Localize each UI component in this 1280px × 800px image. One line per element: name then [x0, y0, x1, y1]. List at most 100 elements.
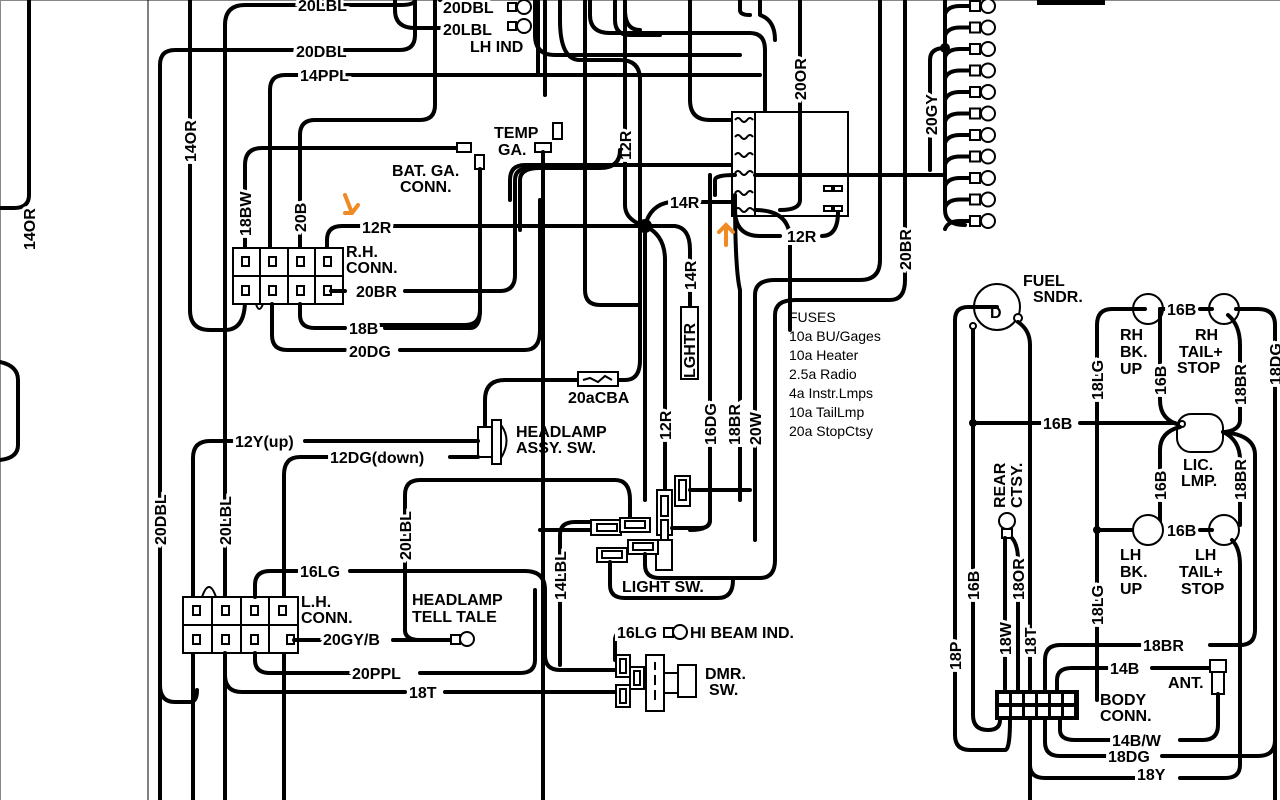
wire-label: 18T	[1023, 627, 1040, 655]
lh-tail-label: TAIL+	[1179, 564, 1223, 581]
lamp-socket-icon	[980, 191, 996, 208]
wire	[753, 208, 792, 332]
wire	[1178, 538, 1242, 780]
lamp-socket-icon	[980, 84, 996, 100]
wire-label: 20DBL	[443, 0, 494, 17]
fuel-sender-label: SNDR.	[1033, 289, 1083, 306]
wire	[733, 193, 742, 502]
wire	[398, 198, 542, 352]
wire-label: 16B	[1153, 471, 1170, 500]
wire-18bw	[243, 146, 467, 252]
wire-label: 18BR	[1233, 364, 1250, 405]
wire-label: 12R	[362, 220, 392, 237]
fuse-block	[731, 111, 849, 217]
bat-ga-terminal-icon	[474, 154, 485, 170]
fuel-sender-symbol: D	[990, 305, 1002, 322]
harness-branch-wire	[943, 176, 972, 188]
antenna-terminal-icon	[1211, 671, 1225, 695]
wire-20dg	[270, 302, 347, 352]
wire-14lbl	[558, 520, 632, 667]
bat-ga-conn-label: BAT. GA.	[392, 163, 459, 180]
terminal	[507, 2, 517, 12]
annotation-arrow-up-icon	[717, 222, 735, 247]
wire	[1178, 692, 1220, 742]
connector-pin	[1025, 694, 1035, 703]
lh-backup-label: UP	[1120, 581, 1143, 598]
wire-partial	[0, 360, 20, 462]
wire-20ppl	[253, 651, 352, 675]
wire-label: 18BR	[1143, 638, 1184, 655]
lh-tail-label: STOP	[1181, 581, 1225, 598]
wire-label: 16B	[1153, 366, 1170, 395]
wire-label: 20LBL	[398, 511, 415, 560]
jumper	[255, 303, 264, 310]
wire-label: 20DG	[349, 344, 391, 361]
wire-label: 14B	[1110, 661, 1139, 678]
wire-label: 18LG	[1090, 360, 1107, 400]
wire-20w	[753, 0, 882, 542]
wire-label: 18Y	[1137, 767, 1166, 784]
harness-branch-wire	[943, 90, 972, 102]
body-conn-label: CONN.	[1100, 708, 1152, 725]
rh-tail-label: RH	[1195, 327, 1218, 344]
wire-18br-top	[1223, 313, 1242, 434]
terminal	[969, 193, 981, 206]
wire-label: 16LG	[617, 625, 657, 642]
wire-label: 20BR	[898, 229, 915, 270]
connector-pin	[1038, 707, 1048, 716]
wire-12r	[325, 224, 647, 252]
wire-label: 20LBL	[218, 496, 235, 545]
wire-14b	[1055, 666, 1110, 692]
fuse-item: 10a Heater	[789, 347, 859, 363]
wire	[483, 228, 642, 430]
wire-12r-lower	[643, 224, 667, 502]
wire	[418, 588, 537, 675]
wire-label: 14OR	[183, 120, 200, 162]
wire	[688, 0, 742, 122]
hi-beam-label: HI BEAM IND.	[690, 625, 794, 642]
connector-pin	[1025, 707, 1035, 716]
fuse-item: 2.5a Radio	[789, 366, 857, 382]
harness-terminals	[943, 0, 996, 231]
terminal	[969, 322, 977, 330]
wire-20or	[778, 0, 802, 212]
wire-label: 20GY	[924, 94, 941, 135]
harness-branch-wire	[943, 25, 972, 38]
fuse-item: 20a StopCtsy	[789, 423, 873, 439]
wire-16b-vert-top	[1158, 307, 1182, 427]
body-conn-label: BODY	[1100, 692, 1147, 709]
wire-label: 20W	[748, 411, 765, 445]
wire	[588, 0, 767, 112]
wire-20lbl-mid	[403, 478, 632, 632]
lh-connector	[182, 596, 299, 654]
wire-label: 20OR	[793, 58, 810, 100]
wire-label: 20PPL	[352, 666, 401, 683]
wire	[758, 0, 777, 42]
light-switch	[590, 475, 691, 571]
harness-branch-wire	[943, 4, 972, 16]
temp-ga-label: TEMP	[494, 125, 539, 142]
lighter-label: LGHTR	[682, 322, 699, 378]
wire-label: 16B	[966, 571, 983, 600]
wire	[558, 0, 642, 232]
rh-backup-label: BK.	[1120, 344, 1148, 361]
wire-label: 14B/W	[1112, 733, 1162, 750]
terminal	[969, 150, 981, 163]
lamp-socket-icon	[980, 41, 996, 57]
wire-label: 20GY/B	[323, 632, 380, 649]
wire-label: 18OR	[1011, 558, 1028, 600]
wire-label: 18BW	[238, 191, 255, 236]
wire	[1160, 738, 1277, 758]
wire-label: 16B	[1167, 302, 1196, 319]
wire-label: 14LBL	[553, 551, 570, 600]
wire-label: 20BR	[356, 284, 397, 301]
wire-20br	[773, 0, 907, 562]
tell-tale-lamp-icon	[459, 631, 475, 647]
fuse-terminal-icon	[833, 185, 843, 192]
wire	[533, 0, 742, 57]
fuse-item: 10a BU/Gages	[789, 328, 881, 344]
lh-backup-label: LH	[1120, 547, 1141, 564]
terminal	[969, 21, 981, 34]
connector-pin	[1064, 707, 1074, 716]
